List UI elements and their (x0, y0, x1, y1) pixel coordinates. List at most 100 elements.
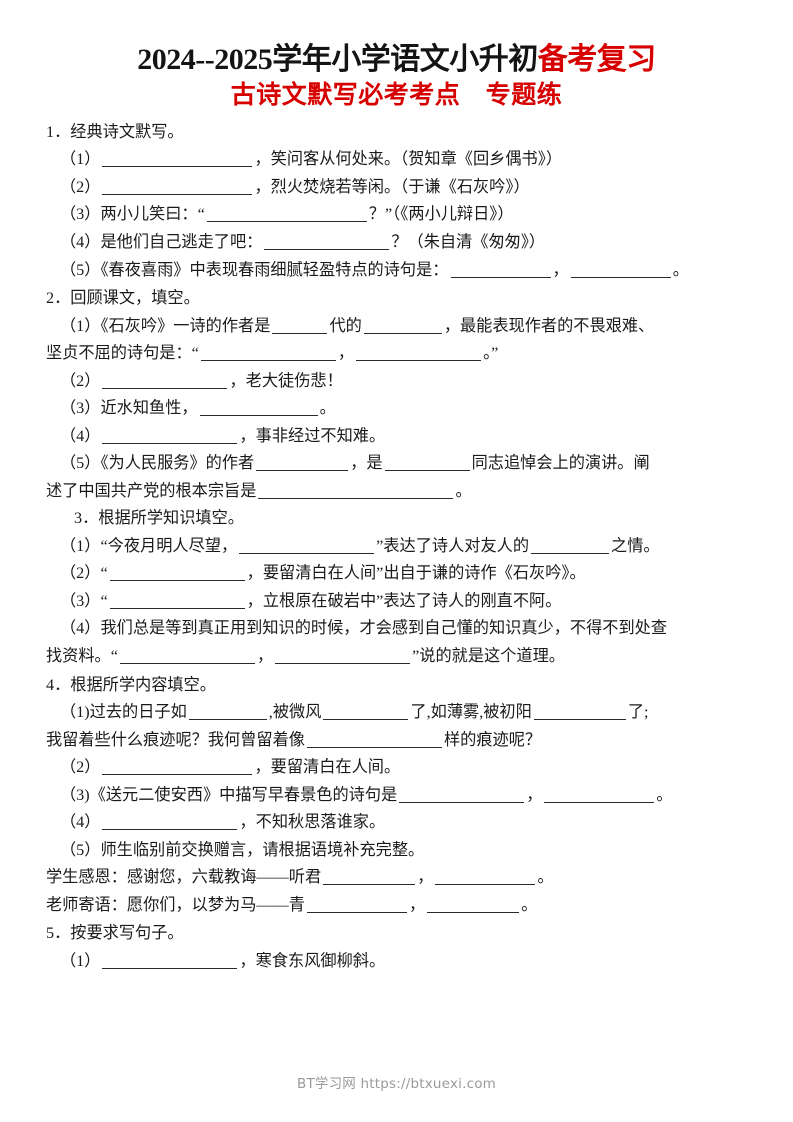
q-text: 。” (483, 344, 499, 363)
q-text: ，笑问客从何处来。（贺知章《回乡偶书》） (254, 150, 563, 169)
q-text: ，事非经过不知难。 (239, 426, 386, 445)
answer-blank[interactable] (531, 538, 610, 554)
answer-blank[interactable] (323, 869, 416, 886)
answer-blank[interactable] (275, 648, 411, 664)
question-4-5: （5）师生临别前交换赠言，请根据语境补充完整。 (46, 837, 747, 865)
answer-blank[interactable] (102, 428, 238, 444)
answer-blank[interactable] (399, 787, 525, 803)
title-main-red: 备考复习 (537, 43, 657, 76)
question-3-4-cont: 找资料。“，”说的就是这个道理。 (46, 643, 747, 671)
q-text: ，最能表现作者的不畏艰难、 (443, 316, 655, 335)
line-lead: 学生感恩：感谢您，六载教诲——听君 (46, 868, 322, 887)
answer-blank[interactable] (102, 814, 238, 831)
question-5-1: （1），寒食东风御柳斜。 (46, 948, 747, 976)
q-label: （4） (60, 426, 101, 445)
q-text: ， (337, 344, 355, 363)
answer-blank[interactable] (307, 732, 442, 748)
question-3-4: （4）我们总是等到真正用到知识的时候，才会感到自己懂的知识真少，不得不到处查 (46, 615, 747, 643)
answer-blank[interactable] (264, 234, 390, 251)
answer-blank[interactable] (199, 400, 318, 417)
answer-blank[interactable] (533, 704, 626, 721)
question-2-3: （3）近水知鱼性， 。 (46, 395, 747, 423)
question-3-3: （3）“，立根原在破岩中”表达了诗人的刚直不阿。 (46, 588, 747, 616)
q-label: （1） (60, 150, 101, 169)
q-text: ，是 (350, 454, 383, 473)
answer-blank[interactable] (206, 206, 367, 223)
q-text: “今夜月明人尽望， (100, 536, 238, 555)
answer-blank[interactable] (102, 953, 238, 969)
question-1-4: （4）是他们自己逃走了吧：？（朱自清《匆匆》） (46, 229, 747, 257)
answer-blank[interactable] (109, 565, 245, 582)
q-text: 。 (656, 785, 673, 804)
q-text: ， (526, 785, 543, 804)
section-heading-5: 5．按要求写句子。 (46, 924, 184, 943)
question-2-4: （4） ，事非经过不知难。 (46, 423, 747, 451)
question-3-1: （1）“今夜月明人尽望，”表达了诗人对友人的之情。 (46, 533, 747, 561)
q-text: 《石灰吟》一诗的作者是 (100, 316, 271, 335)
answer-blank[interactable] (102, 759, 253, 776)
answer-blank[interactable] (272, 318, 328, 334)
answer-blank[interactable] (102, 373, 228, 389)
answer-blank[interactable] (427, 897, 520, 913)
student-gratitude-line: 学生感恩：感谢您，六载教诲——听君，。 (46, 864, 747, 892)
line-mid: ， (409, 895, 426, 914)
q-text: ,被微风 (268, 703, 322, 722)
answer-blank[interactable] (200, 345, 336, 362)
q-text: 同志追悼会上的演讲。阐 (471, 454, 650, 473)
answer-blank[interactable] (119, 648, 255, 664)
q-text: 找资料。“ (46, 646, 118, 665)
answer-blank[interactable] (363, 318, 442, 334)
answer-blank[interactable] (570, 262, 671, 278)
answer-blank[interactable] (307, 897, 407, 913)
q-text: 《为人民服务》的作者 (100, 454, 255, 473)
section-heading-4: 4．根据所学内容填空。 (46, 675, 216, 694)
question-4-3: （3)《送元二使安西》中描写早春景色的诗句是，。 (46, 782, 747, 810)
answer-blank[interactable] (435, 869, 536, 886)
q-label: （1） (60, 951, 101, 970)
answer-blank[interactable] (256, 455, 349, 472)
question-2-5: （5）《为人民服务》的作者，是同志追悼会上的演讲。阐 (46, 450, 747, 478)
section-heading-3: 3．根据所学知识填空。 (74, 509, 244, 528)
q-label: （1） (60, 316, 101, 335)
q-label: （2） (60, 758, 101, 777)
answer-blank[interactable] (384, 455, 470, 472)
q-label: （3) (60, 785, 90, 804)
question-2-1-cont: 坚贞不屈的诗句是：“ ， 。” (46, 340, 747, 368)
answer-blank[interactable] (239, 538, 375, 554)
q-text: 是他们自己逃走了吧： (100, 233, 263, 252)
answer-blank[interactable] (258, 483, 454, 499)
q-label: （3） (60, 399, 101, 418)
answer-blank[interactable] (102, 179, 253, 195)
worksheet-content: 1．经典诗文默写。 （1），笑问客从何处来。（贺知章《回乡偶书》） （2），烈火… (46, 119, 747, 975)
page-subtitle: 古诗文默写必考考点 专题练 (230, 82, 563, 110)
answer-blank[interactable] (450, 262, 551, 278)
question-2-2: （2），老大徒伤悲！ (46, 368, 747, 396)
site-watermark: BT学习网 https://btxuexi.com (296, 1076, 497, 1092)
q-label: （5） (60, 840, 101, 859)
q-text: 师生临别前交换赠言，请根据语境补充完整。 (100, 840, 425, 859)
q-text: 近水知鱼性， (100, 399, 198, 418)
answer-blank[interactable] (323, 704, 409, 721)
title-block: 2024--2025学年小学语文小升初备考复习 古诗文默写必考考点 专题练 (0, 0, 793, 113)
q-text: 。 (319, 399, 336, 418)
answer-blank[interactable] (109, 593, 245, 609)
answer-blank[interactable] (102, 151, 253, 168)
answer-blank[interactable] (544, 787, 655, 803)
question-1-3: （3）两小儿笑曰：“？”（《两小儿辩日》） (46, 201, 747, 229)
q-label: （2） (60, 564, 101, 583)
line-tail: 。 (521, 895, 538, 914)
answer-blank[interactable] (188, 704, 267, 721)
q-text: ”表达了诗人对友人的 (376, 536, 530, 555)
answer-blank[interactable] (356, 345, 482, 362)
question-4-4: （4），不知秋思落谁家。 (46, 809, 747, 837)
q-label: （5） (60, 260, 101, 279)
q-text: “ (100, 591, 108, 610)
section-heading-1: 1．经典诗文默写。 (46, 122, 184, 141)
question-2-5-cont: 述了中国共产党的根本宗旨是。 (46, 478, 747, 506)
q-label: （2） (60, 371, 101, 390)
q-text: 坚贞不屈的诗句是：“ (46, 344, 199, 363)
q-label: （3） (60, 591, 101, 610)
q-text: 。 (455, 481, 472, 500)
q-text: 我留着些什么痕迹呢？我何曾留着像 (46, 730, 305, 749)
q-text: ， (256, 646, 274, 665)
